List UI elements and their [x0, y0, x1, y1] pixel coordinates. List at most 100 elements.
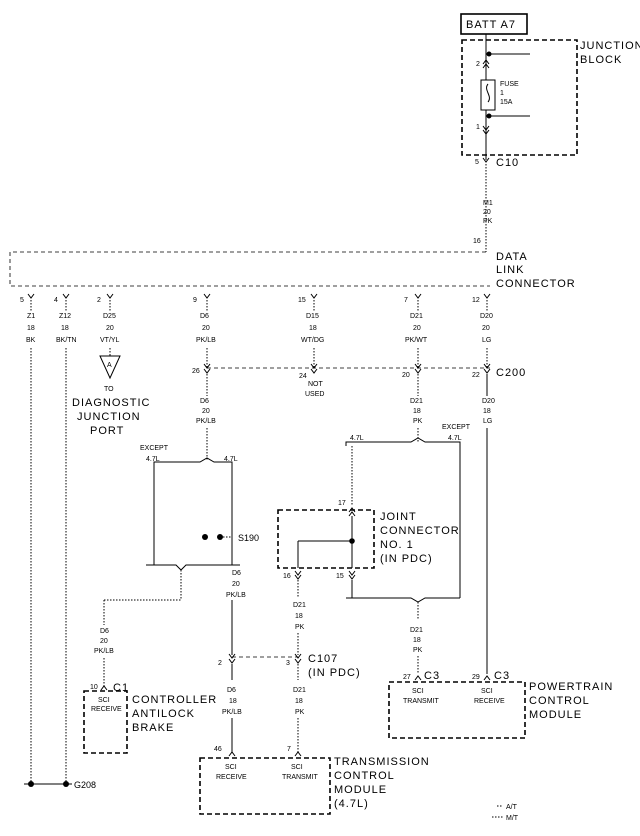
svg-text:D21: D21	[410, 398, 423, 405]
svg-text:M/T: M/T	[506, 815, 519, 822]
svg-text:LG: LG	[483, 418, 492, 425]
svg-text:(IN PDC): (IN PDC)	[380, 553, 433, 565]
svg-text:CONTROLLER: CONTROLLER	[132, 694, 217, 706]
svg-text:BK: BK	[26, 337, 36, 344]
svg-text:D21: D21	[410, 313, 423, 320]
svg-text:RECEIVE: RECEIVE	[91, 706, 122, 713]
svg-text:7: 7	[287, 746, 291, 753]
svg-text:PORT: PORT	[90, 425, 124, 437]
dlc-label-3: CONNECTOR	[496, 278, 576, 290]
svg-text:PK/LB: PK/LB	[94, 648, 114, 655]
svg-text:A/T: A/T	[506, 804, 518, 811]
wire-d6-tcm: D6 18 PK/LB	[222, 664, 242, 757]
c200-label: C200	[496, 367, 526, 379]
fuse-rating: 15A	[500, 99, 513, 106]
wire-d21-jc: D21 18 PK	[293, 580, 306, 655]
svg-text:WT/DG: WT/DG	[301, 337, 324, 344]
fuse-number: 1	[500, 90, 504, 97]
svg-text:PK/LB: PK/LB	[196, 337, 216, 344]
wire-d21-tcm: D21 18 PK	[293, 664, 306, 757]
svg-text:RECEIVE: RECEIVE	[216, 774, 247, 781]
svg-text:JOINT: JOINT	[380, 511, 417, 523]
svg-text:Z1: Z1	[27, 313, 35, 320]
svg-text:3: 3	[286, 660, 290, 667]
svg-text:46: 46	[214, 746, 222, 753]
svg-text:PK/LB: PK/LB	[196, 418, 216, 425]
svg-text:4: 4	[54, 297, 58, 304]
svg-text:C3: C3	[424, 670, 440, 682]
dlc-pin-16: 16	[473, 238, 481, 245]
svg-text:MODULE: MODULE	[334, 784, 387, 796]
svg-text:16: 16	[283, 573, 291, 580]
svg-text:7: 7	[404, 297, 408, 304]
svg-text:18: 18	[27, 325, 35, 332]
dlc-wire-d21: 7 D21 20 PK/WT	[404, 293, 428, 368]
m1-gauge: 20	[483, 209, 491, 216]
svg-text:20: 20	[413, 325, 421, 332]
svg-text:SCI: SCI	[98, 697, 110, 704]
svg-text:18: 18	[483, 408, 491, 415]
svg-text:BRAKE: BRAKE	[132, 722, 174, 734]
except-branch-left: EXCEPT 4.7L 4.7L S190 D6 20 PK/LB	[103, 445, 259, 655]
jb-connector: C10	[496, 157, 519, 169]
svg-text:5: 5	[20, 297, 24, 304]
svg-text:D20: D20	[482, 398, 495, 405]
svg-text:TRANSMISSION: TRANSMISSION	[334, 756, 430, 768]
svg-text:ANTILOCK: ANTILOCK	[132, 708, 195, 720]
svg-text:LG: LG	[482, 337, 491, 344]
svg-text:(IN PDC): (IN PDC)	[308, 667, 361, 679]
svg-text:18: 18	[413, 408, 421, 415]
svg-text:15: 15	[336, 573, 344, 580]
svg-text:18: 18	[295, 613, 303, 620]
svg-text:18: 18	[309, 325, 317, 332]
svg-text:JUNCTION: JUNCTION	[77, 411, 141, 423]
svg-text:PK: PK	[413, 418, 423, 425]
wire-d20-below-c200: D20 18 LG	[482, 374, 495, 674]
svg-text:D25: D25	[103, 313, 116, 320]
m1-circuit: M1	[483, 200, 493, 207]
svg-text:SCI: SCI	[481, 688, 493, 695]
svg-text:RECEIVE: RECEIVE	[474, 698, 505, 705]
diagnostic-junction-port: A TO DIAGNOSTIC JUNCTION PORT	[72, 355, 150, 437]
svg-text:D21: D21	[410, 627, 423, 634]
dlc-label-1: DATA	[496, 251, 528, 263]
svg-text:18: 18	[61, 325, 69, 332]
svg-text:USED: USED	[305, 391, 324, 398]
svg-text:20: 20	[100, 638, 108, 645]
svg-text:D21: D21	[293, 602, 306, 609]
svg-text:18: 18	[229, 698, 237, 705]
svg-text:20: 20	[106, 325, 114, 332]
svg-text:Z12: Z12	[59, 313, 71, 320]
svg-text:DIAGNOSTIC: DIAGNOSTIC	[72, 397, 150, 409]
svg-text:27: 27	[403, 674, 411, 681]
connector-c200: 26 24 20 22 C200 NOT USED	[192, 363, 526, 398]
batt-label: BATT A7	[466, 19, 516, 31]
svg-text:EXCEPT: EXCEPT	[442, 424, 471, 431]
svg-text:20: 20	[202, 325, 210, 332]
jb-pin-2: 2	[476, 61, 480, 68]
svg-text:9: 9	[193, 297, 197, 304]
svg-text:VT/YL: VT/YL	[100, 337, 120, 344]
except-branch-right: EXCEPT 4.7L 4.7L D21 18 PK	[345, 424, 471, 674]
svg-text:A: A	[107, 362, 112, 369]
svg-text:CONTROL: CONTROL	[529, 695, 590, 707]
svg-text:15: 15	[298, 297, 306, 304]
svg-text:D21: D21	[293, 687, 306, 694]
svg-text:BK/TN: BK/TN	[56, 337, 77, 344]
svg-text:2: 2	[97, 297, 101, 304]
svg-text:26: 26	[192, 368, 200, 375]
svg-text:D6: D6	[100, 628, 109, 635]
controller-antilock-brake: 10 C1 SCI RECEIVE CONTROLLER ANTILOCK BR…	[83, 682, 217, 754]
svg-text:18: 18	[295, 698, 303, 705]
dlc-wire-d20: 12 D20 20 LG	[472, 293, 493, 368]
svg-text:22: 22	[472, 372, 480, 379]
dlc-wire-z12: 4 Z12 18 BK/TN	[54, 293, 77, 782]
joint-connector-1: 17 16 15 JOINT CONNECTOR NO. 1 (IN PDC)	[277, 500, 459, 598]
svg-text:4.7L: 4.7L	[350, 435, 364, 442]
svg-text:24: 24	[299, 373, 307, 380]
svg-text:D6: D6	[200, 313, 209, 320]
data-link-connector: DATA LINK CONNECTOR	[9, 251, 576, 290]
svg-text:PK/LB: PK/LB	[222, 709, 242, 716]
legend: A/T M/T	[492, 804, 519, 822]
